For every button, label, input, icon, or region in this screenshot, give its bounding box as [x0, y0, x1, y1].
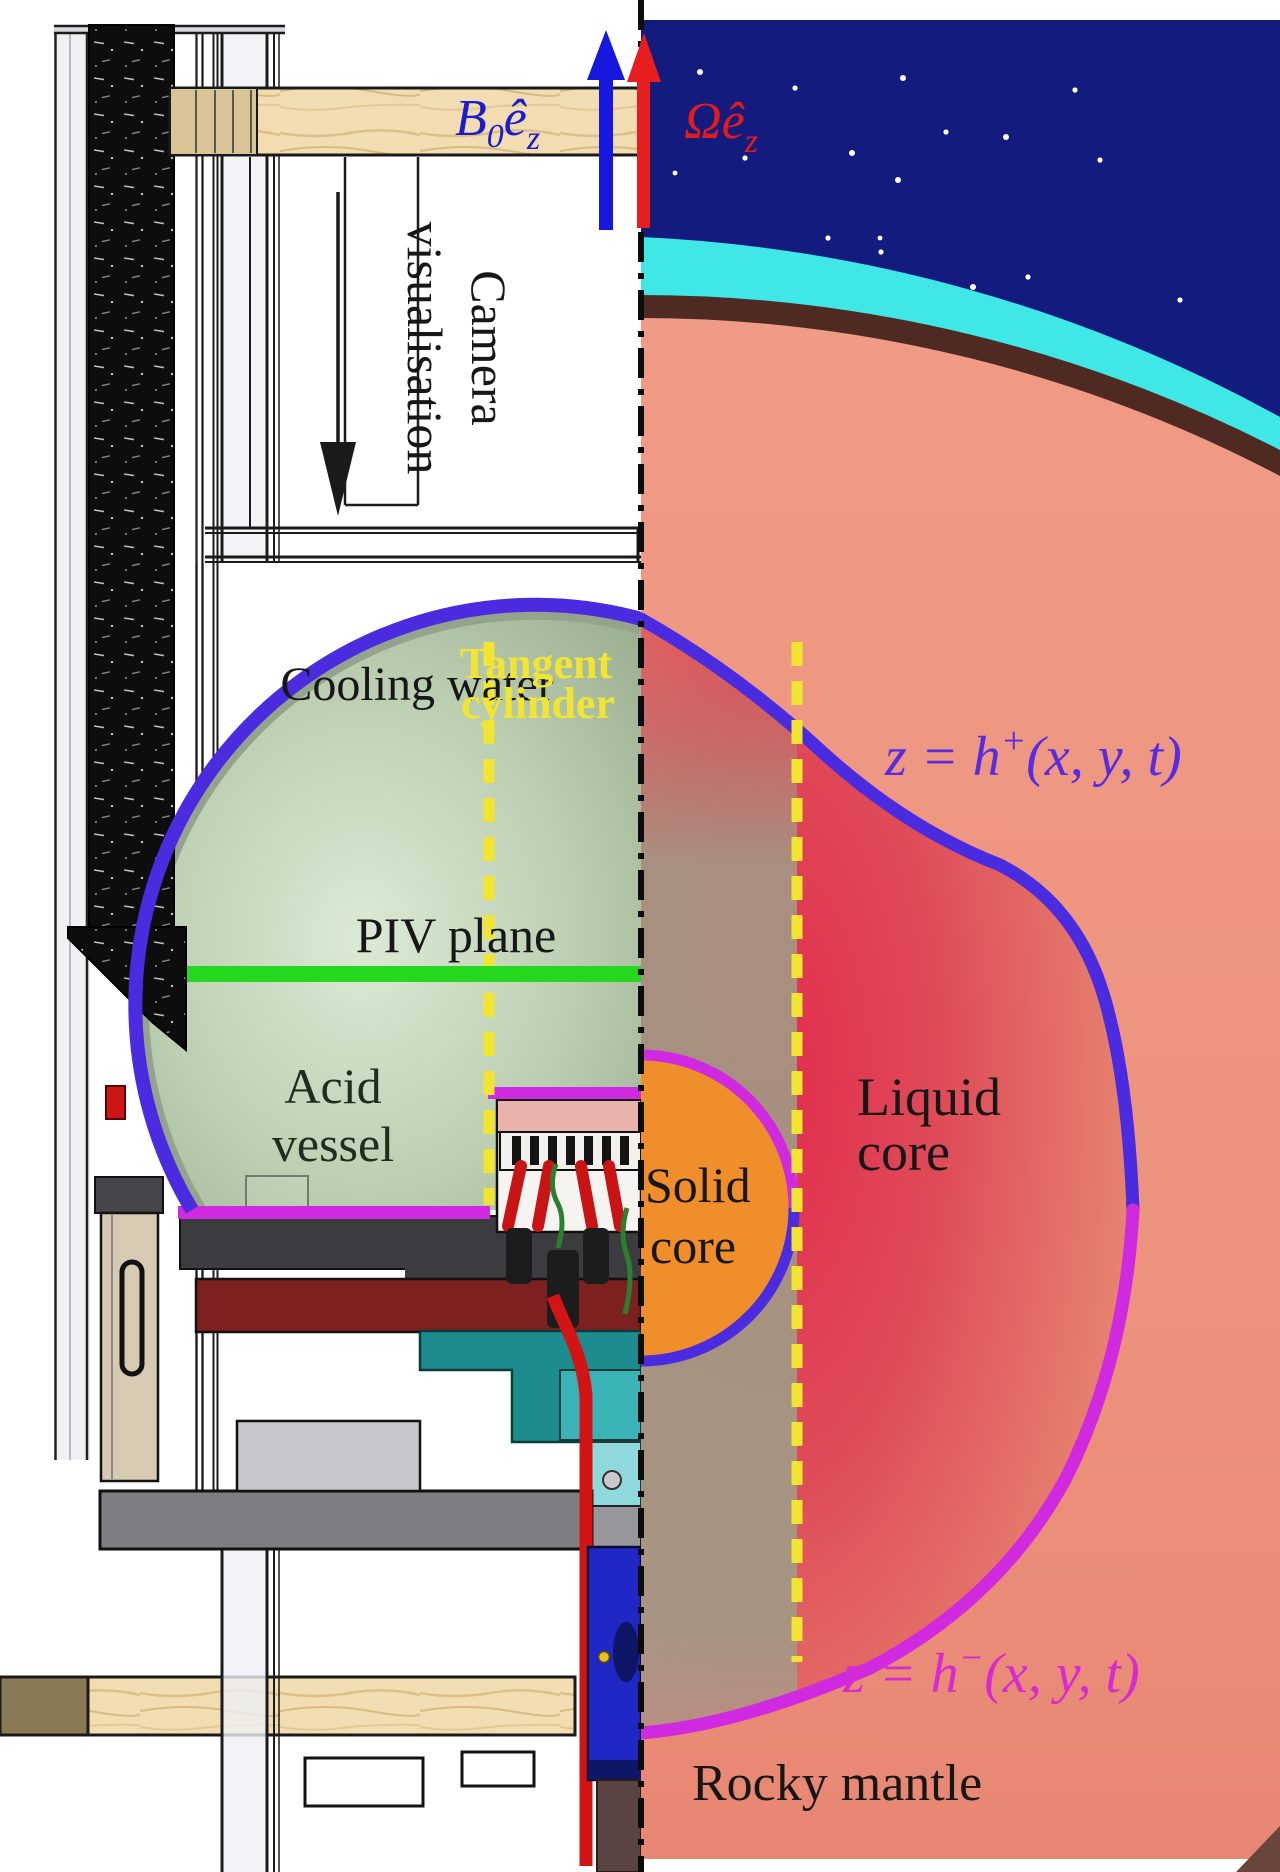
solid-core-label-line1: Solid	[645, 1157, 751, 1213]
h-plus-label: z = h+(x, y, t)	[884, 720, 1182, 788]
piv-plane-line	[183, 966, 641, 982]
camera-bar	[67, 24, 187, 1053]
b-field-arrow	[587, 30, 625, 230]
h-minus-boundary	[641, 1203, 1140, 1740]
bottom-margin	[641, 1859, 1280, 1872]
cooling-water-label: Cooling water	[280, 658, 553, 711]
beam-wood	[0, 1675, 577, 1737]
beam-end-dark	[0, 1675, 90, 1737]
h-minus-label: z = h−(x, y, t)	[842, 1637, 1140, 1705]
bottom-support-beam	[0, 1675, 577, 1737]
camera-visualisation-label: Cameravisualisation	[397, 222, 517, 475]
shaft-post	[596, 1779, 642, 1872]
piv-plane-label: PIV plane	[356, 907, 556, 963]
connector-2	[583, 1228, 609, 1284]
acid-vessel-label-line1: Acid	[284, 1058, 381, 1114]
omega-label: Ωêz	[684, 93, 758, 160]
camera-bar-arrowhead	[67, 926, 187, 1053]
gray-spacer	[587, 1505, 642, 1549]
light-gray-block	[235, 1419, 422, 1493]
solid-core-boundary-upper	[641, 1049, 800, 1209]
dome-inner-detail	[245, 1175, 309, 1211]
bolt-detail	[602, 1470, 622, 1490]
solid-core-boundary-lower	[641, 1207, 800, 1367]
top-support-beam	[168, 86, 645, 157]
left-rail	[54, 25, 90, 1460]
tangent-label-line1: Tangent	[460, 639, 613, 688]
liquid-core-label-line1: Liquid	[857, 1067, 1001, 1127]
heater-pink-cap	[496, 1099, 642, 1133]
annotations: B0êz Ωêz Cameravisualisation Cooling wat…	[272, 90, 1182, 1812]
view-direction-arrow	[320, 192, 356, 516]
post-body	[99, 1211, 160, 1483]
planet-panel	[641, 20, 1280, 1872]
side-post	[94, 1085, 164, 1483]
h-minus-top-line	[488, 1087, 641, 1099]
power-cable	[546, 1293, 593, 1866]
h-plus-boundary	[641, 612, 1140, 1217]
dome-glass	[135, 604, 642, 1210]
corner-wood-fragment	[1236, 1826, 1280, 1872]
motor-led	[597, 1650, 611, 1664]
connector	[506, 1228, 532, 1284]
liquid-core-label-line2: core	[857, 1122, 950, 1182]
omega-arrow	[627, 33, 661, 228]
clamp-block	[303, 1756, 425, 1808]
h-plus-dome-arc	[128, 597, 643, 1214]
tangent-label-line2: cylinder	[461, 679, 615, 728]
solid-core	[641, 1055, 794, 1361]
post-slot	[119, 1259, 145, 1377]
rocky-mantle-label: Rocky mantle	[692, 1755, 982, 1812]
heater-tubes	[502, 1160, 626, 1232]
post-cap	[94, 1176, 164, 1214]
acid-vessel-label-line2: vessel	[272, 1116, 394, 1172]
b-field-label: B0êz	[455, 90, 540, 157]
clamp-block-2	[460, 1750, 536, 1788]
exchanger-fins	[512, 1136, 629, 1165]
base-gray-plate	[98, 1489, 594, 1551]
vessel-floor-line	[178, 1206, 490, 1219]
green-wire	[550, 1163, 565, 1249]
drive-motor	[586, 1545, 643, 1782]
inner-core-assembly	[495, 1098, 643, 1328]
teal-inner	[559, 1369, 642, 1441]
green-wire-2	[620, 1207, 633, 1315]
red-handle	[105, 1085, 126, 1120]
solid-core-label-line2: core	[650, 1218, 736, 1274]
base-assembly	[98, 1215, 643, 1551]
